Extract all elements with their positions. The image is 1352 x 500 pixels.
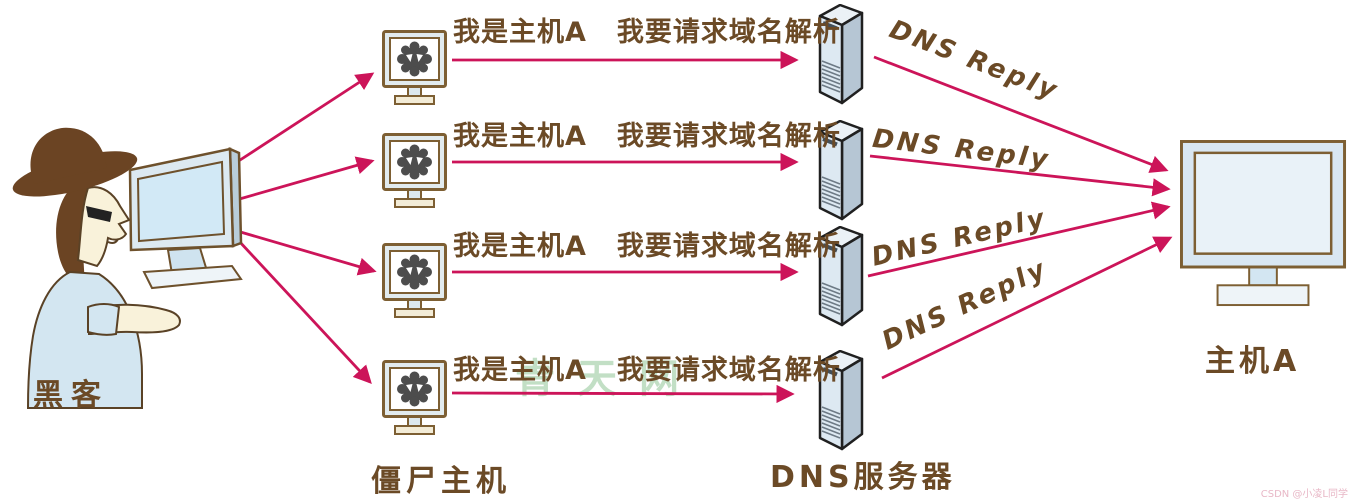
arrow-reply-1 (873, 55, 1169, 173)
zombie-pc-icon-2 (382, 133, 447, 209)
request-message-2: 我是主机A 我要请求域名解析 (453, 118, 841, 156)
request-text: 我要请求域名解析 (616, 17, 841, 48)
hacker-figure (12, 127, 243, 409)
claim-text: 我是主机A (453, 121, 587, 152)
request-text: 我要请求域名解析 (616, 121, 841, 152)
request-text: 我要请求域名解析 (616, 355, 841, 386)
zombie-hosts-label: 僵尸主机 (371, 464, 511, 499)
victim-host-label: 主机A (1205, 344, 1301, 379)
request-message-1: 我是主机A 我要请求域名解析 (453, 14, 841, 52)
claim-text: 我是主机A (453, 231, 587, 262)
victim-monitor-icon (1180, 140, 1347, 307)
zombie-pc-icon-4 (382, 360, 447, 436)
arrow-request-4 (451, 384, 795, 404)
arrow-reply-4 (881, 236, 1173, 380)
request-message-4: 我是主机A 我要请求域名解析 (453, 352, 841, 390)
claim-text: 我是主机A (453, 355, 587, 386)
zombie-pc-icon-3 (382, 243, 447, 319)
hacker-face (76, 186, 131, 268)
sunglasses-icon (86, 206, 112, 222)
hacker-mouth (107, 238, 119, 244)
csdn-watermark: CSDN @小凌L同学 (1260, 489, 1348, 500)
hacker-sleeve (87, 303, 121, 336)
arrow-hacker-to-zombie-3 (236, 229, 377, 276)
hacker-monitor-icon (128, 147, 243, 290)
arrow-reply-2 (869, 154, 1171, 197)
arrow-hacker-to-zombie-1 (236, 72, 375, 164)
hacker-label: 黑客 (33, 378, 109, 413)
dns-servers-label: DNS服务器 (770, 460, 956, 495)
request-message-3: 我是主机A 我要请求域名解析 (453, 228, 841, 266)
arrow-hacker-to-zombie-4 (236, 239, 372, 384)
arrow-hacker-to-zombie-2 (235, 156, 375, 202)
zombie-pc-icon-1 (382, 30, 447, 106)
request-text: 我要请求域名解析 (616, 231, 841, 262)
hacker-hat (12, 127, 138, 197)
arrow-reply-3 (867, 201, 1171, 278)
claim-text: 我是主机A (453, 17, 587, 48)
